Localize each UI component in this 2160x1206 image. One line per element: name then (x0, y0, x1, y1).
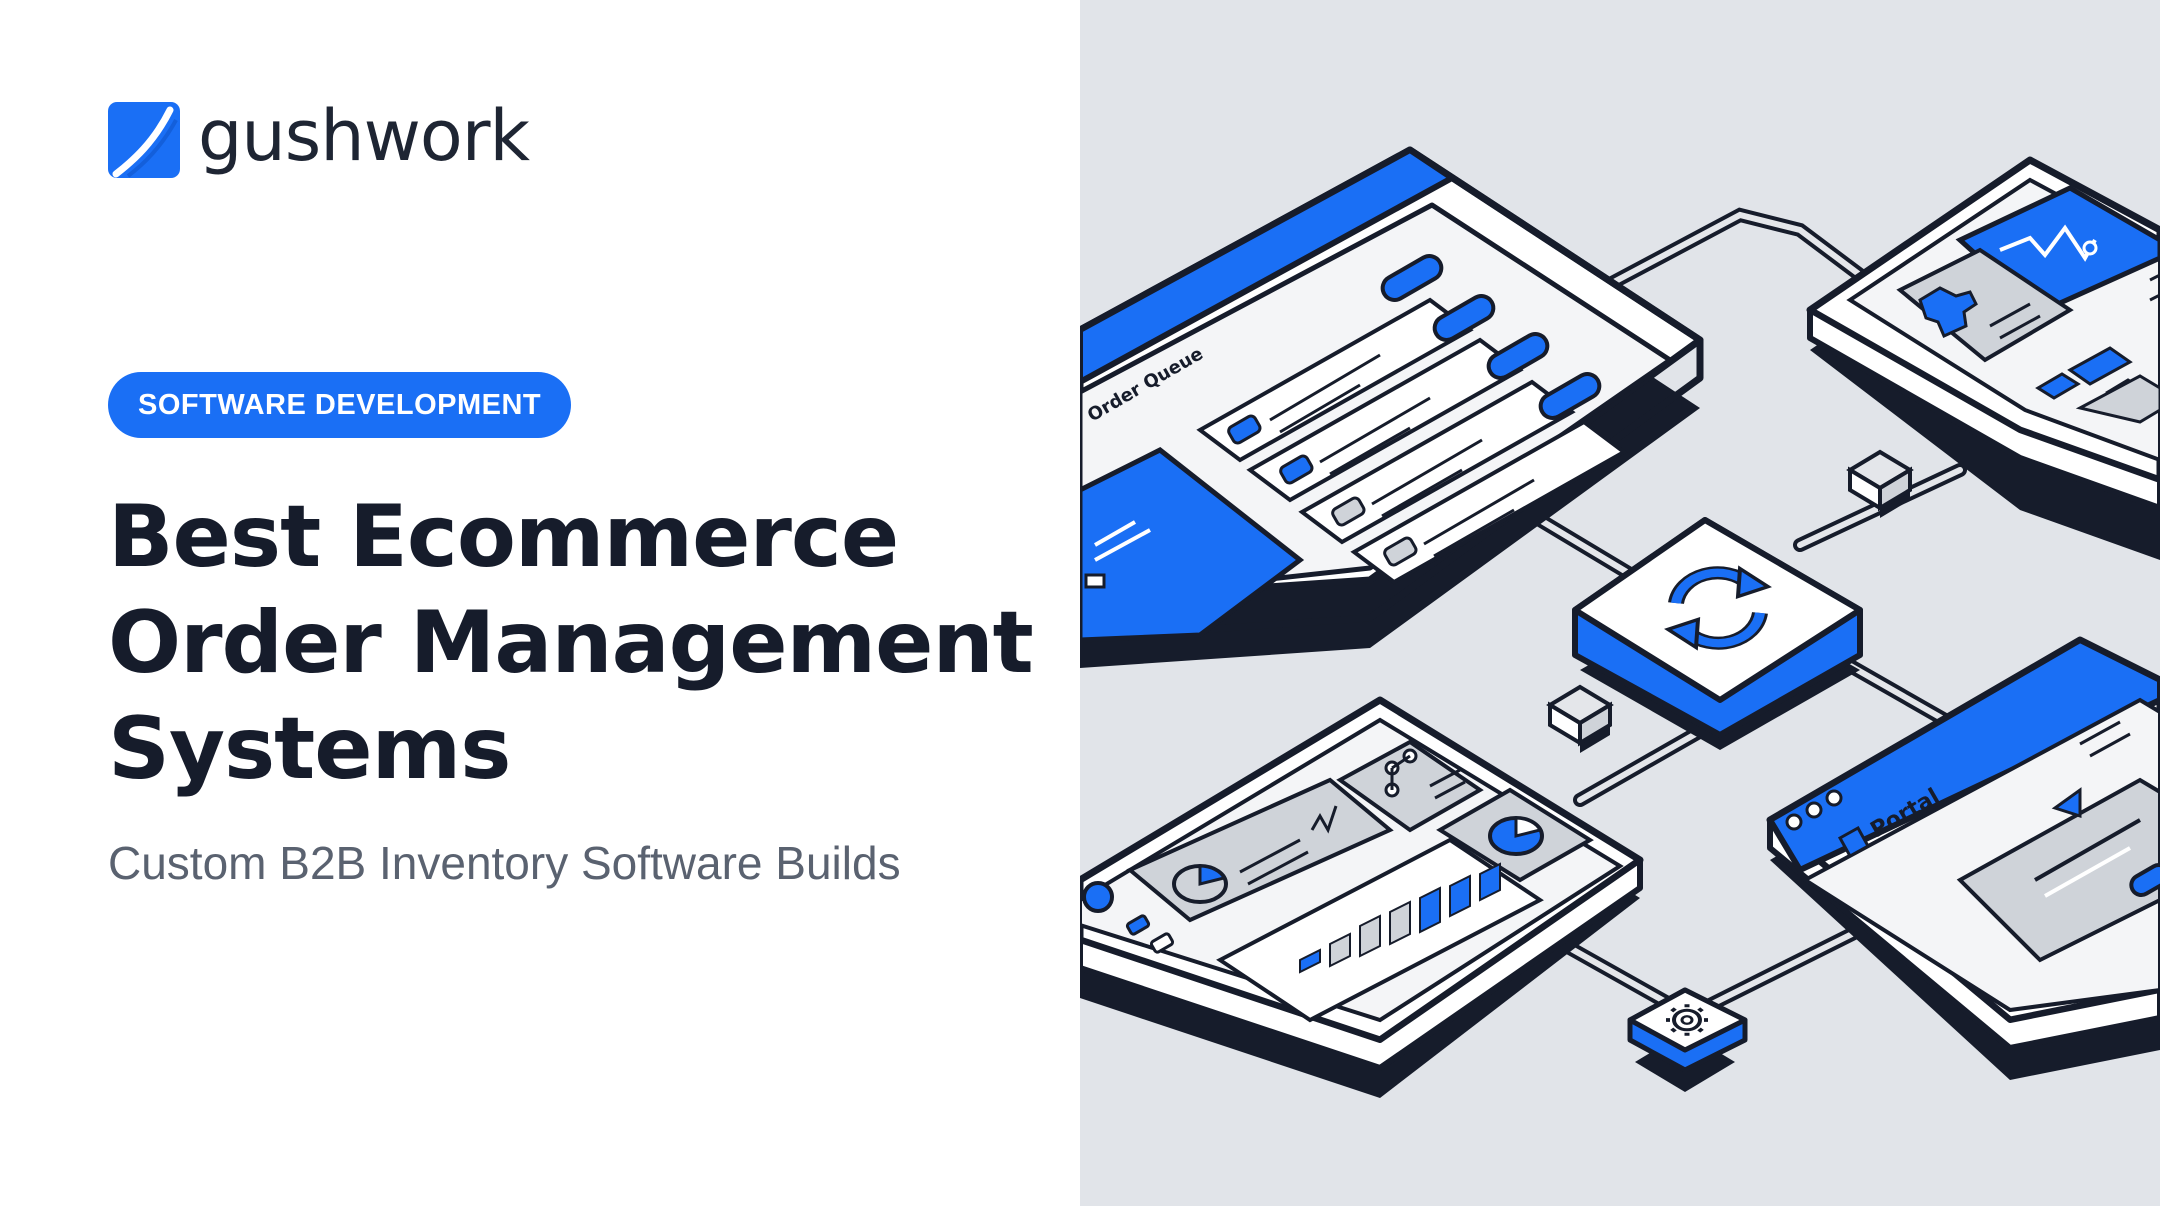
illustration-panel: Order Queue (1080, 0, 2160, 1206)
status-pill (1486, 332, 1550, 380)
gear-node (1627, 987, 1748, 1092)
bar-chart-icon (1299, 862, 1501, 974)
play-icon (2051, 787, 2082, 819)
title-line-2: Order Management (108, 593, 1034, 693)
brand-mark-icon (1837, 825, 1871, 859)
status-pill (1380, 254, 1444, 302)
status-dot (1082, 881, 1114, 913)
status-pill (1432, 294, 1496, 342)
left-panel: gushwork SOFTWARE DEVELOPMENT Best Ecomm… (108, 95, 1068, 889)
order-row (1350, 419, 1628, 585)
connector-node-upper (1846, 449, 1914, 518)
order-queue-panel: Order Queue (1080, 146, 1704, 668)
gear-icon (1666, 1004, 1708, 1036)
tshirt-icon (1918, 286, 1978, 338)
reports-panel (1080, 696, 1644, 1098)
pie-chart-icon (1172, 864, 1228, 904)
page-subtitle: Custom B2B Inventory Software Builds (108, 837, 901, 889)
brand-name: gushwork (198, 95, 530, 177)
analytics-panel (1806, 156, 2160, 560)
brand-mark-icon (108, 102, 180, 178)
brand-logo[interactable]: gushwork (108, 95, 530, 178)
title-line-1: Best Ecommerce (108, 487, 899, 587)
status-pill (1538, 372, 1602, 420)
pie-chart-icon (1488, 816, 1544, 856)
line-chart-icon (1310, 805, 1338, 834)
network-icon (1384, 748, 1418, 798)
sync-hub (1572, 517, 1863, 750)
sync-icon (1664, 565, 1772, 651)
connector-node-lower (1546, 684, 1614, 753)
order-row (1298, 379, 1576, 545)
portal-panel: Portal (1766, 636, 2160, 1080)
line-chart-icon (1999, 224, 2097, 262)
page-title: Best Ecommerce Order Management Systems (108, 484, 1068, 802)
category-badge[interactable]: SOFTWARE DEVELOPMENT (108, 372, 572, 438)
isometric-illustration: Order Queue (1080, 146, 2160, 1098)
title-line-3: Systems (108, 699, 511, 799)
